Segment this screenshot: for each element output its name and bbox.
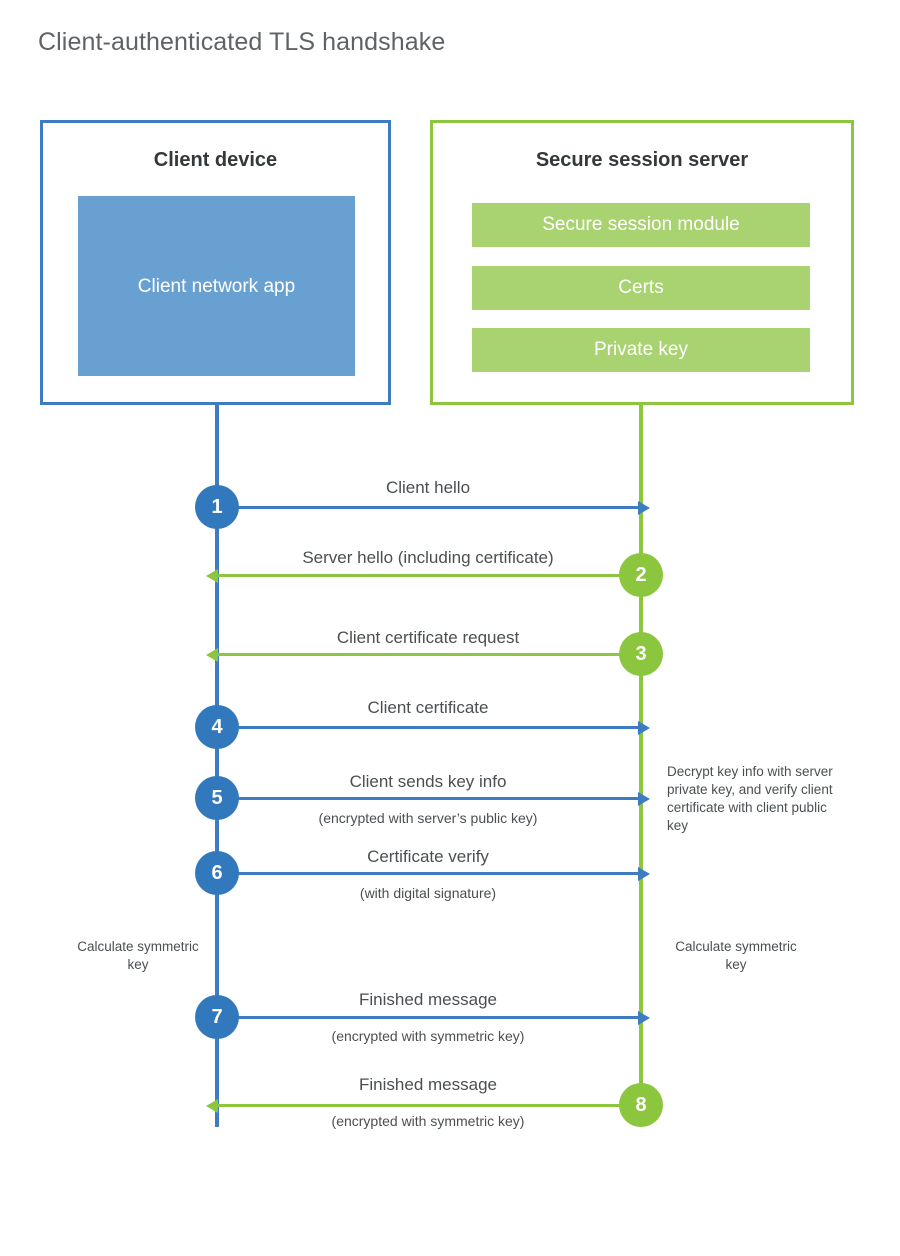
message-arrow-step-6 (217, 866, 650, 881)
page-title: Client-authenticated TLS handshake (38, 28, 446, 56)
step-circle-7[interactable]: 7 (195, 995, 239, 1039)
server-component-certs: Certs (472, 266, 810, 310)
message-arrow-step-1 (217, 500, 650, 515)
server-component-private-key: Private key (472, 328, 810, 372)
arrowhead-icon (206, 1098, 218, 1113)
message-arrow-step-4 (217, 720, 650, 735)
arrowhead-icon (638, 866, 650, 881)
message-label-step-5: Client sends key info (349, 772, 507, 791)
server-component-label: Certs (618, 277, 664, 298)
step-circle-5[interactable]: 5 (195, 776, 239, 820)
arrowhead-icon (638, 720, 650, 735)
arrowhead-icon (638, 500, 650, 515)
message-label-step-1: Client hello (385, 478, 471, 497)
server-component-label: Private key (594, 339, 688, 360)
arrowhead-icon (206, 647, 218, 662)
server-component-label: Secure session module (542, 214, 740, 235)
step-circle-2[interactable]: 2 (619, 553, 663, 597)
message-label-step-7: Finished message (359, 990, 497, 1009)
message-sublabel-step-5: (encrypted with server’s public key) (318, 810, 538, 826)
message-arrow-step-7 (217, 1010, 650, 1025)
message-arrow-step-2 (206, 568, 639, 583)
message-sublabel-step-7: (encrypted with symmetric key) (331, 1028, 525, 1044)
server-component-secure-session-module: Secure session module (472, 203, 810, 247)
step-circle-6[interactable]: 6 (195, 851, 239, 895)
message-label-step-4: Client certificate (367, 698, 489, 717)
annotation-calculate-symmetric-key-server: Calculate symmetric key (675, 939, 797, 972)
message-sublabel-step-8: (encrypted with symmetric key) (331, 1113, 525, 1129)
server-lifeline (639, 405, 643, 1105)
step-circle-4[interactable]: 4 (195, 705, 239, 749)
client-lifeline (215, 405, 219, 1127)
secure-session-server-box: Secure session server Secure session mod… (430, 120, 854, 405)
annotation-calculate-symmetric-key-client: Calculate symmetric key (77, 939, 199, 972)
step-circle-8[interactable]: 8 (619, 1083, 663, 1127)
client-device-title: Client device (153, 149, 278, 171)
step-circle-3[interactable]: 3 (619, 632, 663, 676)
step-circle-1[interactable]: 1 (195, 485, 239, 529)
arrowhead-icon (638, 1010, 650, 1025)
client-network-app-block: Client network app (78, 196, 355, 376)
message-label-step-8: Finished message (359, 1075, 497, 1094)
message-arrow-step-8 (206, 1098, 639, 1113)
message-label-step-3: Client certificate request (336, 628, 520, 647)
annotation-decrypt-key-info: Decrypt key info with server private key… (667, 764, 833, 833)
arrowhead-icon (638, 791, 650, 806)
secure-session-server-title: Secure session server (535, 149, 749, 171)
message-arrow-step-5 (217, 791, 650, 806)
message-label-step-6: Certificate verify (367, 847, 489, 866)
message-sublabel-step-6: (with digital signature) (359, 885, 497, 901)
client-device-box: Client device Client network app (40, 120, 391, 405)
arrowhead-icon (206, 568, 218, 583)
client-network-app-label: Client network app (137, 275, 296, 297)
message-label-step-2: Server hello (including certificate) (302, 548, 554, 567)
message-arrow-step-3 (206, 647, 639, 662)
